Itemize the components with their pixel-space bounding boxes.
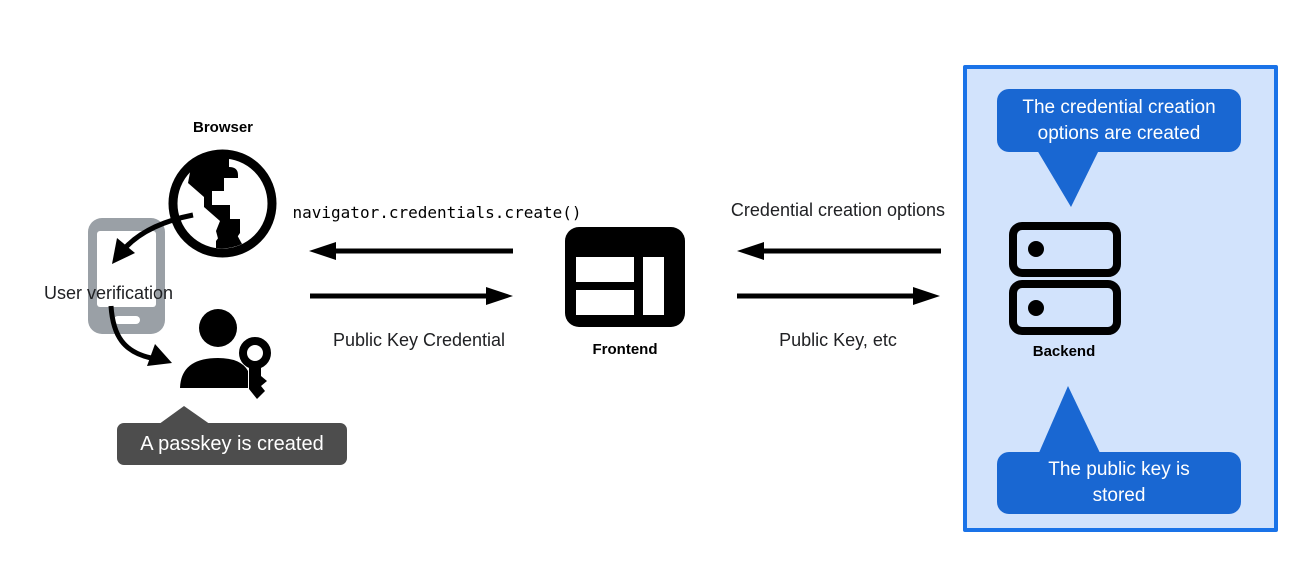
public-key-credential-label: Public Key Credential bbox=[332, 330, 506, 350]
server-stack-icon bbox=[1009, 222, 1121, 335]
backend-label: Backend bbox=[1032, 343, 1096, 360]
arrow-public-key bbox=[737, 287, 940, 305]
browser-label: Browser bbox=[192, 119, 254, 136]
arrow-browser-to-device bbox=[112, 212, 194, 264]
passkey-created-text: A passkey is created bbox=[140, 433, 324, 455]
api-call-label: navigator.credentials.create() bbox=[292, 203, 582, 222]
options-created-text: The credential creation options are crea… bbox=[1022, 96, 1216, 144]
smartphone-icon bbox=[88, 218, 165, 334]
callout-tail-passkey bbox=[155, 406, 214, 427]
arrow-public-key-credential bbox=[310, 287, 513, 305]
smartphone-home-bar bbox=[114, 316, 140, 324]
callout-tail-options bbox=[1037, 150, 1099, 207]
credential-creation-options-label: Credential creation options bbox=[730, 200, 946, 220]
passkey-created-callout: A passkey is created bbox=[117, 423, 347, 465]
public-key-etc-label: Public Key, etc bbox=[779, 330, 897, 350]
frontend-label: Frontend bbox=[592, 341, 658, 358]
browser-window-icon bbox=[565, 227, 685, 327]
callout-tail-stored bbox=[1038, 386, 1101, 455]
globe-icon bbox=[168, 149, 277, 258]
arrow-credential-options bbox=[737, 242, 941, 260]
public-key-stored-text: The public key is stored bbox=[1048, 459, 1190, 506]
user-verification-label: User verification bbox=[44, 283, 174, 303]
public-key-stored-callout: The public key is stored bbox=[997, 452, 1241, 514]
options-created-callout: The credential creation options are crea… bbox=[997, 89, 1241, 152]
arrow-create-call bbox=[309, 242, 513, 260]
person-with-key-icon bbox=[180, 309, 271, 399]
arrow-device-to-user bbox=[108, 305, 172, 366]
